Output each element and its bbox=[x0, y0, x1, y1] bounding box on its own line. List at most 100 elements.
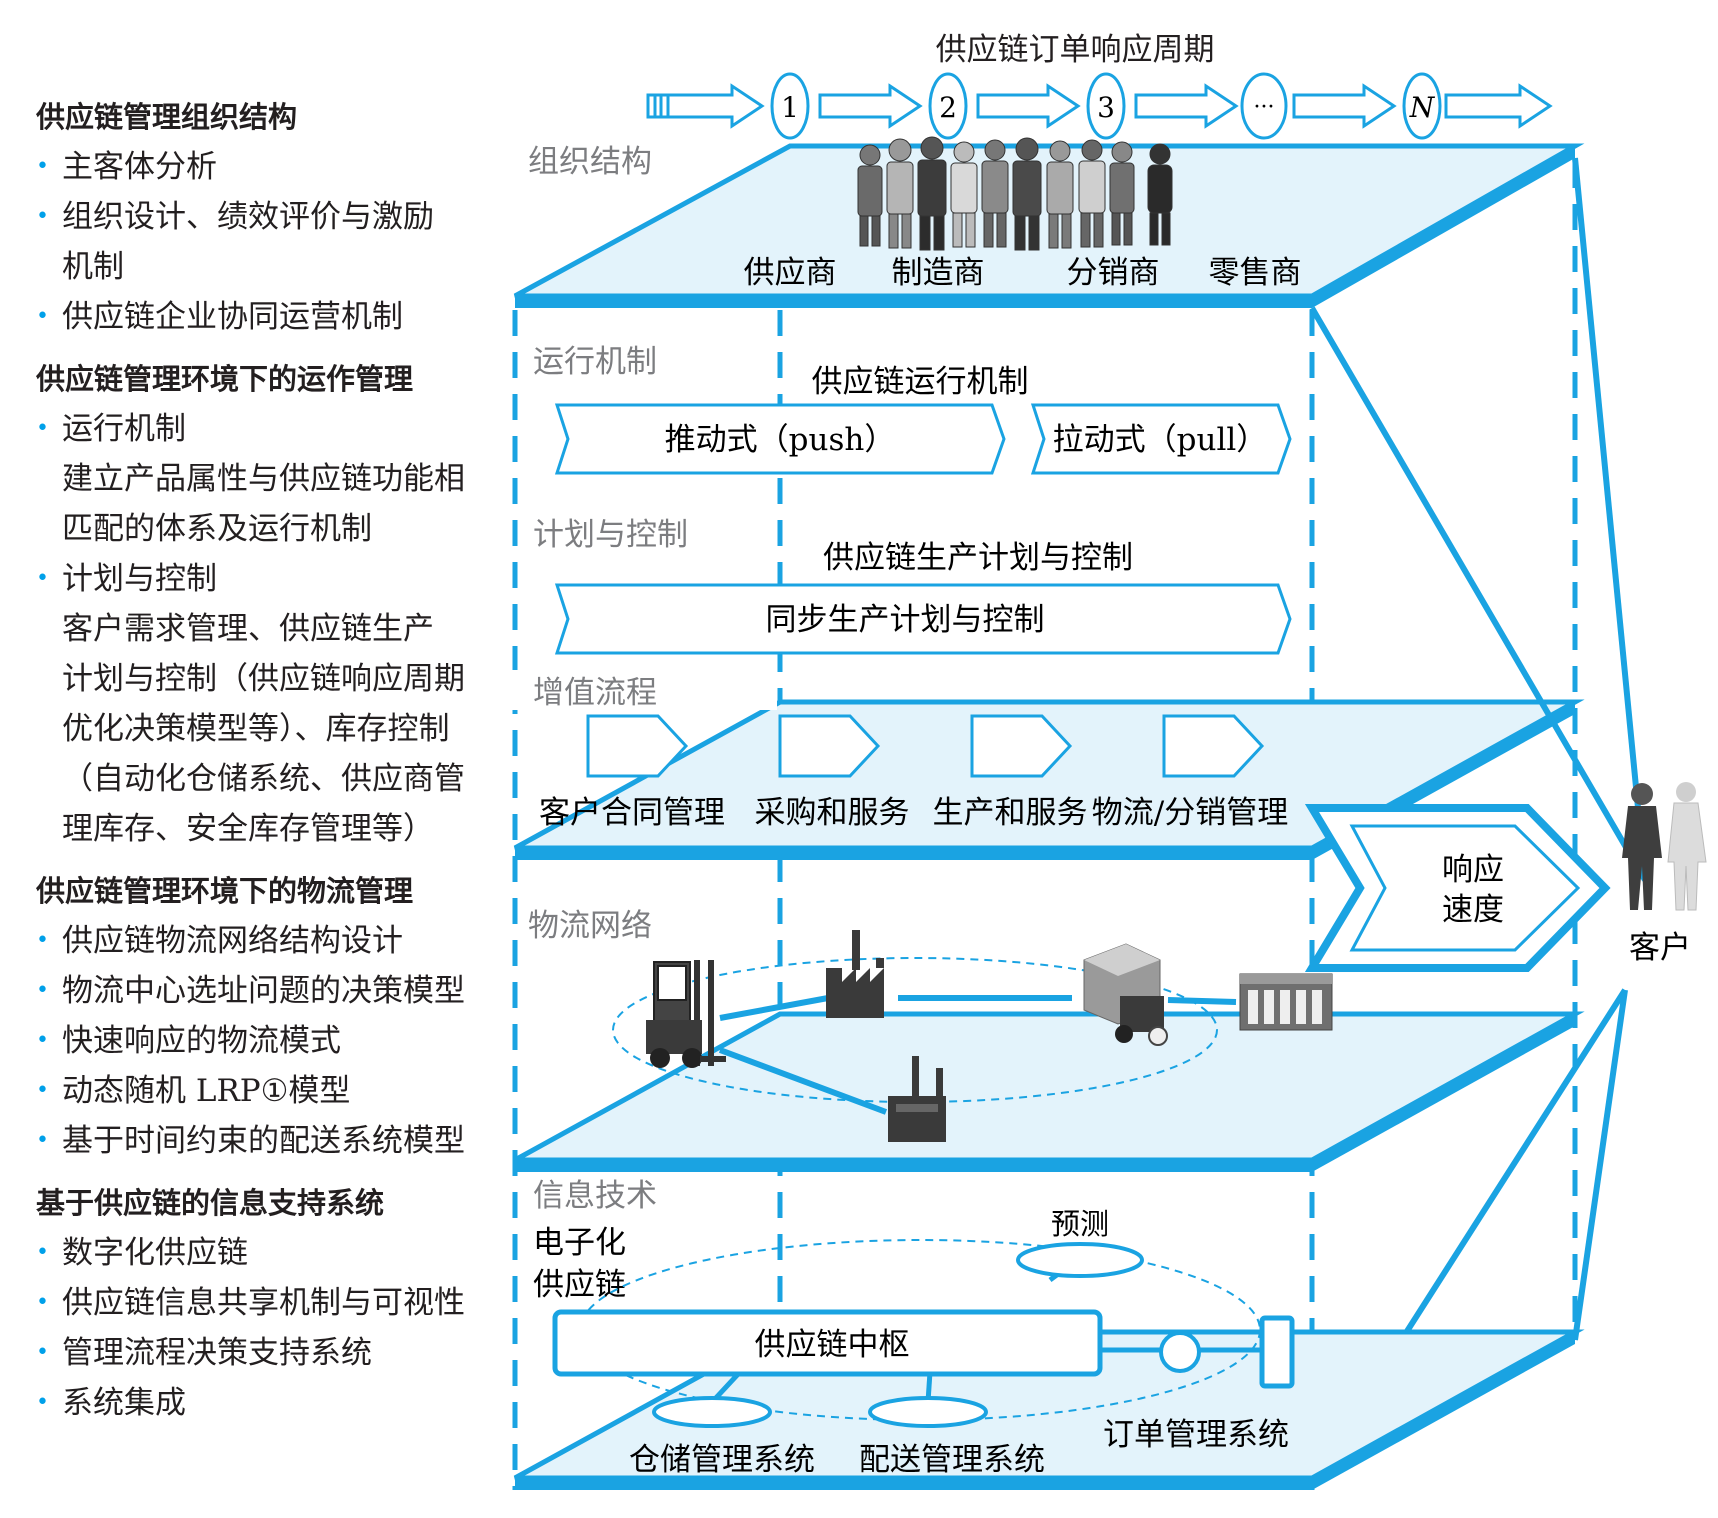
cycle-arrows bbox=[646, 83, 1553, 129]
bullet-subtext: 建立产品属性与供应链功能相 bbox=[62, 461, 465, 497]
factory-icon bbox=[826, 930, 884, 1018]
push-label: 推动式（push） bbox=[665, 422, 896, 458]
bullet-subtext: （自动化仓储系统、供应商管 bbox=[62, 761, 465, 797]
cycle-start-stub bbox=[646, 93, 670, 119]
value-step-arrow bbox=[1162, 714, 1265, 778]
forklift-icon bbox=[646, 960, 726, 1068]
cycle-arrow bbox=[1292, 83, 1397, 129]
bullet-dot-icon: • bbox=[36, 566, 49, 591]
customer-label: 客户 bbox=[1629, 930, 1691, 966]
store-icon bbox=[1239, 973, 1333, 1031]
org-layer-label: 组织结构 bbox=[528, 144, 652, 180]
response-line1: 响应 bbox=[1442, 852, 1504, 888]
left-panel: 供应链管理组织结构•主客体分析•组织设计、绩效评价与激励机制•供应链企业协同运营… bbox=[36, 92, 506, 1428]
cycle-step-n bbox=[1402, 72, 1442, 140]
bullet-item: • 快速响应的物流模式 bbox=[36, 1016, 506, 1066]
bullet-text: 系统集成 bbox=[62, 1385, 186, 1421]
customer-icon bbox=[1622, 782, 1707, 911]
bullet-text: 管理流程决策支持系统 bbox=[62, 1335, 372, 1371]
warehouse-label: 仓储管理系统 bbox=[629, 1442, 815, 1478]
cycle-step-n-label: N bbox=[1409, 91, 1436, 124]
factory-icon bbox=[888, 1056, 946, 1142]
value-step-production: 生产和服务 bbox=[933, 795, 1088, 831]
cycle-step-2 bbox=[928, 72, 968, 140]
order-system-node bbox=[1259, 1315, 1295, 1389]
value-step-contract: 客户合同管理 bbox=[539, 795, 725, 831]
member-distributor: 分销商 bbox=[1067, 255, 1160, 291]
response-speed-arrow bbox=[1304, 804, 1611, 972]
cycle-step-2-label: 2 bbox=[939, 91, 957, 124]
value-step-arrows bbox=[586, 714, 1265, 778]
section-heading: 供应链管理组织结构 bbox=[36, 100, 298, 134]
bullet-item: • 数字化供应链 bbox=[36, 1228, 506, 1278]
push-chevron bbox=[554, 403, 1006, 475]
value-step-procurement: 采购和服务 bbox=[755, 795, 910, 831]
section-heading: 供应链管理环境下的物流管理 bbox=[36, 874, 414, 908]
operation-layer-label: 运行机制 bbox=[533, 344, 657, 380]
value-layer-label: 增值流程 bbox=[533, 675, 657, 711]
bullet-text: 数字化供应链 bbox=[62, 1235, 248, 1271]
logistics-layer-label: 物流网络 bbox=[528, 908, 652, 944]
people-group-icon bbox=[857, 136, 1173, 251]
planning-layer-label: 计划与控制 bbox=[533, 517, 688, 553]
cycle-step-3 bbox=[1086, 72, 1126, 140]
cycle-step-1 bbox=[770, 72, 810, 140]
cycle-step-3-label: 3 bbox=[1097, 91, 1115, 124]
bullet-item: •主客体分析 bbox=[36, 142, 506, 192]
bullet-text: 快速响应的物流模式 bbox=[62, 1023, 341, 1059]
value-step-arrow bbox=[586, 714, 689, 778]
bullet-dot-icon: • bbox=[36, 928, 49, 953]
bullet-dot-icon: • bbox=[36, 1390, 49, 1415]
bullet-item: •计划与控制 bbox=[36, 554, 506, 604]
pull-chevron bbox=[1030, 403, 1292, 475]
bullet-text: 物流中心选址问题的决策模型 bbox=[62, 973, 465, 1009]
value-step-arrow bbox=[970, 714, 1073, 778]
warehouse-node bbox=[652, 1396, 772, 1428]
bullet-dot-icon: • bbox=[36, 1240, 49, 1265]
cycle-arrow bbox=[818, 83, 923, 129]
bullet-dot-icon: • bbox=[36, 1078, 49, 1103]
bullet-dot-icon: • bbox=[36, 1290, 49, 1315]
sc-hub-label: 供应链中枢 bbox=[755, 1327, 910, 1363]
value-step-arrow bbox=[778, 714, 881, 778]
operation-layer-title: 供应链运行机制 bbox=[812, 364, 1029, 400]
planning-chevron bbox=[554, 583, 1292, 655]
bullet-text: 运行机制 bbox=[62, 411, 186, 447]
bullet-dot-icon: • bbox=[36, 204, 49, 229]
distribution-node bbox=[868, 1396, 988, 1428]
bullet-subtext: 客户需求管理、供应链生产 bbox=[62, 611, 434, 647]
bullet-item: •组织设计、绩效评价与激励 bbox=[36, 192, 506, 242]
bullet-dot-icon: • bbox=[36, 154, 49, 179]
cycle-arrow bbox=[1134, 83, 1239, 129]
cycle-title: 供应链订单响应周期 bbox=[936, 32, 1215, 68]
bullet-item: • 系统集成 bbox=[36, 1378, 506, 1428]
bullet-dot-icon: • bbox=[36, 1128, 49, 1153]
cycle-step-ellipsis-label: ··· bbox=[1254, 95, 1275, 120]
bullet-item: • 供应链物流网络结构设计 bbox=[36, 916, 506, 966]
truck-icon bbox=[1083, 943, 1168, 1046]
cycle-step-ellipsis bbox=[1240, 72, 1288, 140]
bullet-subtext: 优化决策模型等）、库存控制 bbox=[62, 711, 450, 747]
cycle-arrow bbox=[666, 83, 765, 129]
frame-dashed-lines bbox=[512, 162, 1578, 1490]
bullet-text: 供应链物流网络结构设计 bbox=[62, 923, 403, 959]
bullet-text: 基于时间约束的配送系统模型 bbox=[62, 1123, 465, 1159]
bullet-dot-icon: • bbox=[36, 304, 49, 329]
member-retailer: 零售商 bbox=[1209, 255, 1302, 291]
bullet-item: • 管理流程决策支持系统 bbox=[36, 1328, 506, 1378]
bullet-subtext: 理库存、安全库存管理等） bbox=[62, 811, 434, 847]
section-heading: 基于供应链的信息支持系统 bbox=[36, 1186, 385, 1220]
bullet-dot-icon: • bbox=[36, 978, 49, 1003]
bullet-subtext: 匹配的体系及运行机制 bbox=[62, 511, 372, 547]
bullet-item: •运行机制 bbox=[36, 404, 506, 454]
planning-bar-label: 同步生产计划与控制 bbox=[766, 602, 1045, 638]
bullet-text: 动态随机 LRP①模型 bbox=[62, 1073, 351, 1109]
bullet-dot-icon: • bbox=[36, 1028, 49, 1053]
section-heading: 供应链管理环境下的运作管理 bbox=[36, 362, 414, 396]
order-connector-node bbox=[1159, 1331, 1201, 1373]
bullet-item: • 动态随机 LRP①模型 bbox=[36, 1066, 506, 1116]
bullet-subtext: 计划与控制（供应链响应周期 bbox=[62, 661, 465, 697]
bullet-dot-icon: • bbox=[36, 1340, 49, 1365]
